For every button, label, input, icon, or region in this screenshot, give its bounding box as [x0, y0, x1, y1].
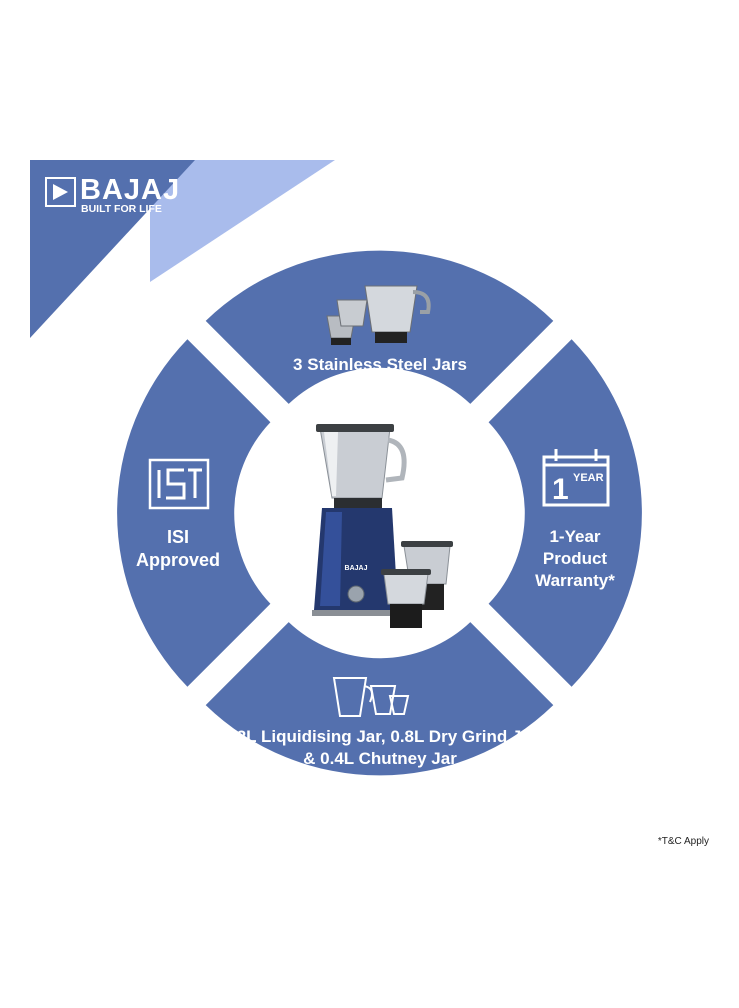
feature-bottom-label: 1.2L Liquidising Jar, 0.8L Dry Grind Jar…: [200, 726, 560, 770]
bajaj-logo-icon: [45, 177, 76, 207]
feature-bottom-line1: 1.2L Liquidising Jar, 0.8L Dry Grind Jar: [222, 727, 538, 746]
feature-top-label: 3 Stainless Steel Jars: [293, 355, 467, 374]
banner-shape: [30, 160, 195, 338]
segment-bottom: [205, 622, 554, 776]
segment-left: [117, 339, 271, 687]
calendar-icon: 1 YEAR: [542, 449, 610, 507]
calendar-number: 1: [552, 473, 569, 506]
banner-accent-shape: [150, 160, 335, 282]
jars-outline-icon: [332, 677, 410, 717]
brand-tagline: BUILT FOR LIFE: [81, 203, 162, 215]
terms-footnote: *T&C Apply: [657, 836, 709, 847]
stacked-jars-icon: [326, 285, 431, 345]
feature-right-label: 1-Year Product Warranty*: [515, 526, 635, 592]
segment-right: [488, 339, 642, 687]
feature-left-line2: Approved: [135, 550, 220, 571]
calendar-year-text: YEAR: [573, 472, 604, 484]
feature-right-line3: Warranty*: [535, 571, 615, 591]
mixer-grinder-image: BAJAJ: [312, 424, 453, 628]
isi-mark-icon: [148, 458, 210, 510]
feature-bottom-line2: & 0.4L Chutney Jar: [303, 749, 457, 769]
feature-right-line2: Product: [542, 549, 608, 569]
mixer-brand-label: BAJAJ: [345, 565, 368, 572]
brand-name: BAJAJ: [80, 174, 181, 206]
feature-left-label: ISI Approved: [118, 526, 238, 573]
feature-right-line1: 1-Year: [549, 527, 601, 546]
feature-left-line1: ISI: [166, 527, 189, 547]
